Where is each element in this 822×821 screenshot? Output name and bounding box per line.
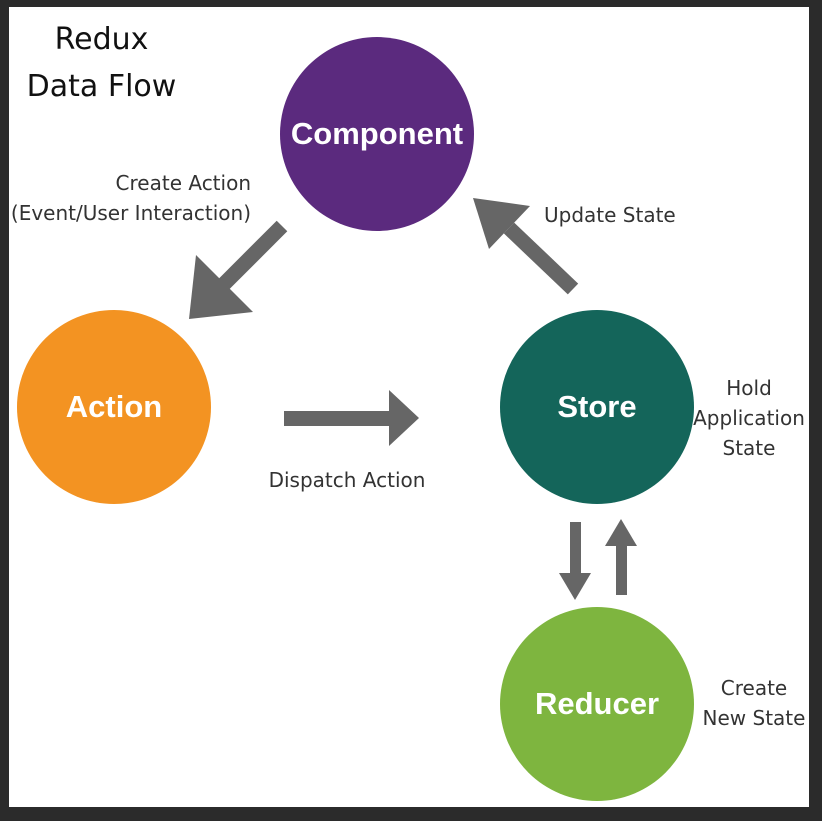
dispatch-action-label: Dispatch Action — [268, 468, 426, 492]
arrow-store-to-reducer — [559, 522, 591, 600]
hold-state-line1: Hold — [726, 376, 772, 400]
hold-state-line2: Application — [693, 406, 805, 430]
arrows-layer — [189, 198, 637, 600]
arrow-component-to-action — [189, 220, 288, 319]
action-node: Action — [17, 310, 211, 504]
action-node-label: Action — [65, 389, 163, 424]
arrow-reducer-to-store — [605, 519, 637, 595]
create-action-line1: Create Action — [115, 171, 251, 195]
reducer-node: Reducer — [500, 607, 694, 801]
component-node: Component — [280, 37, 474, 231]
arrow-action-to-store — [284, 390, 419, 446]
component-node-label: Component — [290, 116, 464, 151]
create-action-label: Create Action (Event/User Interaction) — [9, 168, 251, 228]
diagram-title-line1: Redux — [54, 22, 149, 57]
store-node-label: Store — [557, 389, 637, 424]
create-new-state-label: Create New State — [699, 673, 809, 733]
diagram-title-line2: Data Flow — [26, 69, 177, 104]
update-state-label: Update State — [544, 203, 676, 227]
arrow-store-to-component — [473, 198, 579, 295]
hold-state-line3: State — [722, 436, 776, 460]
hold-state-label: Hold Application State — [689, 373, 809, 463]
create-action-line2: (Event/User Interaction) — [10, 201, 251, 225]
diagram-canvas: Redux Data Flow Component Ac — [9, 7, 809, 807]
store-node: Store — [500, 310, 694, 504]
reducer-node-label: Reducer — [534, 686, 660, 721]
create-new-state-line2: New State — [702, 706, 806, 730]
create-new-state-line1: Create — [720, 676, 788, 700]
